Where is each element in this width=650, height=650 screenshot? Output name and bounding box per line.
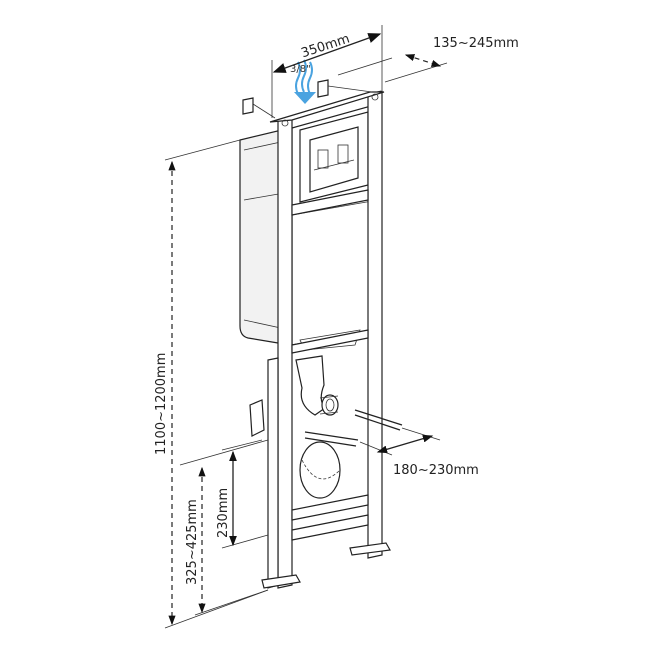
drain-pipe	[295, 355, 341, 499]
label-inlet-size: 3/8"	[290, 64, 311, 75]
support-frame	[261, 90, 391, 589]
dimension-bolt-height: 230mm	[216, 439, 269, 549]
label-bolt-spacing: 180~230mm	[393, 463, 479, 478]
label-depth: 135~245mm	[433, 36, 519, 51]
mounting-bolts	[249, 399, 403, 447]
water-inlet	[242, 79, 373, 119]
dimension-drain-height: 325~425mm	[179, 439, 269, 616]
dimension-bolt-spacing: 180~230mm	[359, 427, 479, 478]
dimension-depth: 135~245mm	[337, 36, 519, 83]
dimension-total-height: 1100~1200mm	[154, 139, 269, 629]
label-frame-width: 350mm	[299, 32, 351, 62]
label-bolt-height: 230mm	[216, 488, 231, 538]
label-drain-height: 325~425mm	[185, 499, 200, 585]
dimension-frame-width: 350mm	[271, 25, 383, 118]
label-total-height: 1100~1200mm	[154, 353, 169, 455]
